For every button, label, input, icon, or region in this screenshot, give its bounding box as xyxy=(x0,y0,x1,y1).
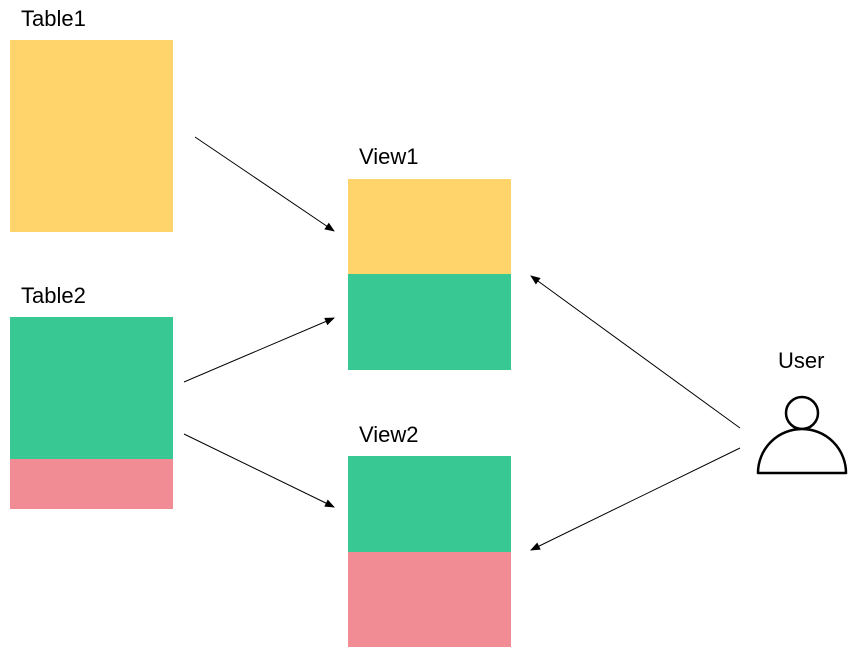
arrow-icon xyxy=(183,433,335,508)
table1-label: Table1 xyxy=(21,6,86,31)
arrow-icon xyxy=(530,275,741,429)
view1-yellow-section xyxy=(348,179,511,274)
view2-label: View2 xyxy=(359,422,419,447)
view1-label: View1 xyxy=(359,144,419,169)
table2-green-section xyxy=(10,317,173,459)
table1-block xyxy=(10,40,173,232)
table2-pink-section xyxy=(10,459,173,509)
view1-green-section xyxy=(348,274,511,370)
arrow-icon xyxy=(183,317,335,383)
arrow-icon xyxy=(194,136,335,232)
arrow-icon xyxy=(530,447,741,551)
view2-pink-section xyxy=(348,552,511,647)
view2-green-section xyxy=(348,456,511,552)
user-label: User xyxy=(778,348,825,373)
table2-label: Table2 xyxy=(21,283,86,308)
user-icon xyxy=(756,395,848,475)
